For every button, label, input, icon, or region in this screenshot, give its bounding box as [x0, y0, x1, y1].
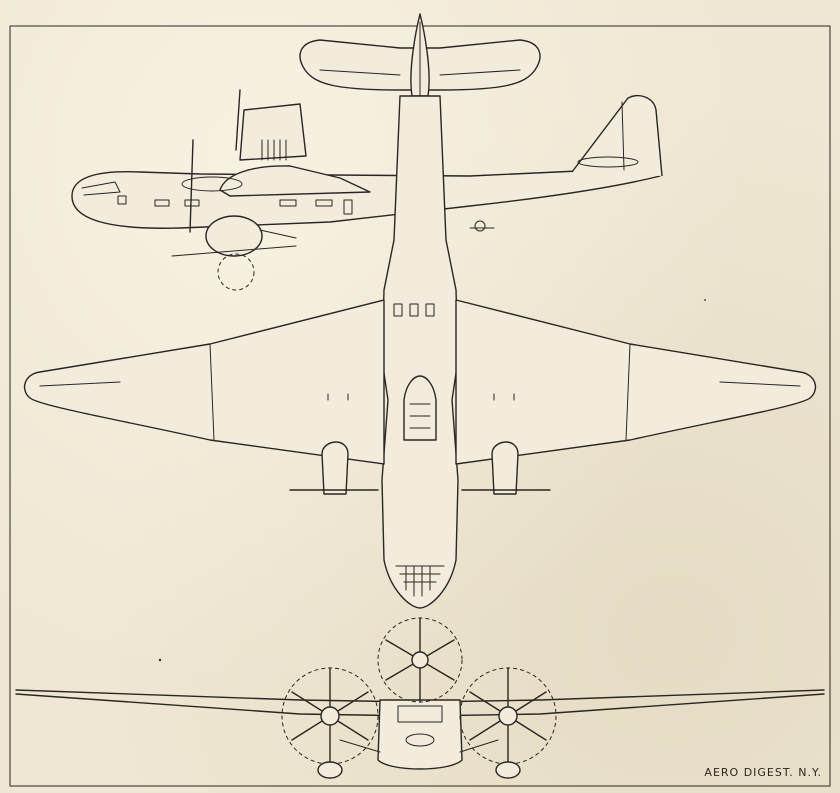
- top-window: [409, 303, 419, 317]
- side-propeller-arc: [217, 253, 255, 291]
- side-strut: [259, 229, 297, 239]
- side-upper-propeller: [235, 89, 241, 151]
- top-wing-vents: [327, 393, 515, 401]
- side-window: [117, 195, 127, 205]
- top-fuselage: [381, 95, 459, 609]
- side-window: [279, 199, 297, 207]
- side-window: [343, 199, 353, 215]
- paper-speck: [704, 299, 706, 301]
- front-windscreen: [397, 705, 443, 723]
- front-hull-bow: [405, 733, 435, 747]
- side-rudder-line: [621, 101, 625, 171]
- front-right-float: [495, 761, 521, 779]
- top-wing-left: [23, 299, 385, 465]
- side-strut: [171, 245, 297, 257]
- drawing-credit: AERO DIGEST. N.Y.: [704, 766, 822, 779]
- top-view-tailplane: [299, 13, 541, 97]
- side-engine-nacelle: [239, 103, 307, 161]
- wing-tip-lines: [39, 381, 801, 387]
- top-window: [425, 303, 435, 317]
- side-window: [315, 199, 333, 207]
- front-top-spinner: [411, 651, 429, 669]
- side-tail-wheel: [474, 220, 486, 232]
- side-wing-root: [219, 165, 371, 197]
- aileron-lines: [209, 343, 631, 441]
- side-window: [154, 199, 170, 207]
- front-left-spinner: [320, 706, 340, 726]
- top-hull-steps: [395, 565, 445, 583]
- side-lower-propeller: [189, 139, 194, 233]
- top-window: [393, 303, 403, 317]
- top-nacelle-ribs: [409, 403, 431, 429]
- side-view: [71, 89, 663, 291]
- front-struts: [339, 739, 499, 753]
- front-left-float: [317, 761, 343, 779]
- side-cockpit-windows: [81, 181, 121, 196]
- top-hull-ribs: [405, 565, 431, 597]
- side-tail-fin: [571, 94, 663, 177]
- front-view: [15, 617, 825, 779]
- top-right-engine: [491, 441, 519, 495]
- side-fuselage: [71, 168, 661, 229]
- side-tailplane: [577, 156, 639, 168]
- front-right-spinner: [498, 706, 518, 726]
- top-view: [23, 95, 817, 609]
- side-nacelle-vents: [261, 139, 287, 161]
- paper-speck: [158, 658, 162, 662]
- side-engine-cowl: [181, 176, 243, 192]
- top-center-nacelle: [403, 375, 437, 441]
- side-lower-engine: [205, 215, 263, 257]
- side-window: [184, 199, 200, 207]
- elevator-lines: [319, 69, 521, 76]
- top-wing-right: [455, 299, 817, 465]
- top-left-engine: [321, 441, 349, 495]
